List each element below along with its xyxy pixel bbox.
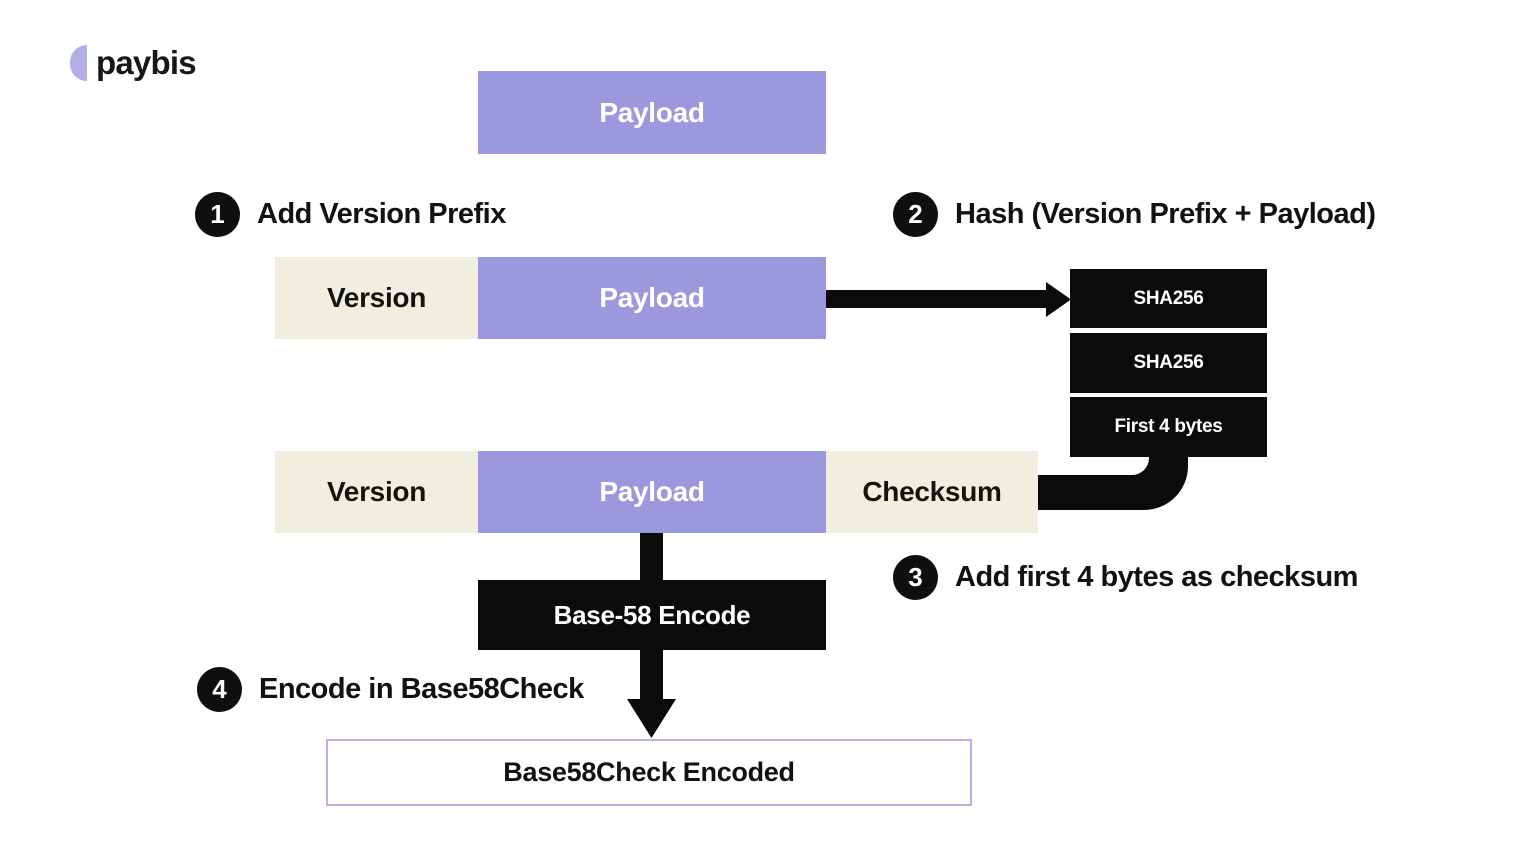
step-1-badge: 1	[195, 192, 240, 237]
first-4-bytes-box: First 4 bytes	[1070, 397, 1267, 457]
paybis-halfmoon-icon	[70, 45, 87, 81]
base58-encode-box: Base-58 Encode	[478, 580, 826, 650]
sha256-box-2: SHA256	[1070, 333, 1267, 393]
version-box-row3: Version	[275, 451, 478, 533]
paybis-logo: paybis	[70, 44, 197, 82]
checksum-box: Checksum	[826, 451, 1038, 533]
step-3-label: Add first 4 bytes as checksum	[955, 561, 1358, 593]
payload-box-top: Payload	[478, 71, 826, 154]
step-2-badge: 2	[893, 192, 938, 237]
step-1: 1 Add Version Prefix	[195, 192, 506, 237]
step-1-label: Add Version Prefix	[257, 198, 506, 230]
payload-box-row2: Payload	[478, 257, 826, 339]
elbow-connector	[1030, 450, 1188, 510]
sha256-box-1: SHA256	[1070, 269, 1267, 328]
payload-box-row3: Payload	[478, 451, 826, 533]
step-4: 4 Encode in Base58Check	[197, 667, 584, 712]
arrow-right-icon	[826, 282, 1071, 317]
step-4-label: Encode in Base58Check	[259, 673, 584, 705]
step-3-badge: 3	[893, 555, 938, 600]
version-box-row2: Version	[275, 257, 478, 339]
logo-text: paybis	[96, 44, 197, 81]
step-3: 3 Add first 4 bytes as checksum	[893, 555, 1358, 600]
base58check-encoded-box: Base58Check Encoded	[326, 739, 972, 806]
step-2-label: Hash (Version Prefix + Payload)	[955, 198, 1376, 230]
step-4-badge: 4	[197, 667, 242, 712]
step-2: 2 Hash (Version Prefix + Payload)	[893, 192, 1376, 237]
